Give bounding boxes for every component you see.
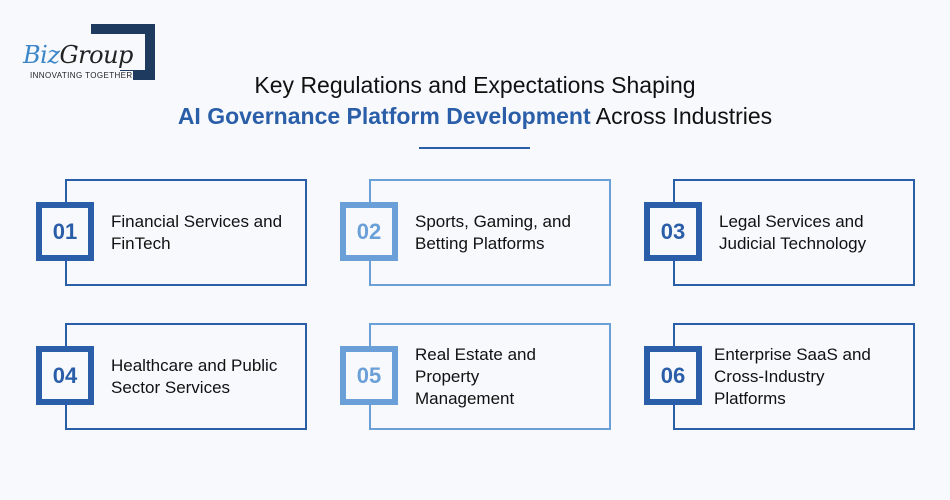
bizgroup-logo: BizGroup INNOVATING TOGETHER [20, 24, 160, 84]
industry-card-02: 02 Sports, Gaming, and Betting Platforms [340, 179, 622, 289]
page-title-line2: AI Governance Platform Development Acros… [0, 103, 950, 130]
logo-tagline: INNOVATING TOGETHER [30, 71, 133, 80]
page-title-line1: Key Regulations and Expectations Shaping [254, 72, 696, 98]
card-frame [65, 323, 307, 430]
title-highlight: AI Governance Platform Development [177, 103, 591, 129]
card-number-badge: 03 [644, 202, 702, 261]
card-label: Legal Services and Judicial Technology [719, 211, 867, 253]
card-number-badge: 01 [36, 202, 94, 261]
logo-frame-shape [120, 70, 155, 80]
industry-card-06: 06 Enterprise SaaS and Cross-Industry Pl… [644, 323, 926, 433]
industry-card-01: 01 Financial Services and FinTech [36, 179, 318, 289]
card-number-badge: 02 [340, 202, 398, 261]
industry-card-04: 04 Healthcare and Public Sector Services [36, 323, 318, 433]
logo-wordmark: BizGroup [23, 41, 135, 69]
industry-card-05: 05 Real Estate and Property Management [340, 323, 622, 433]
logo-frame-shape [91, 24, 155, 80]
card-label: Sports, Gaming, and Betting Platforms [415, 211, 571, 253]
title-rest: Across Industries [590, 103, 773, 129]
card-frame [369, 323, 611, 430]
card-label: Financial Services and FinTech [111, 211, 283, 253]
card-number-badge: 04 [36, 346, 94, 405]
title-divider [419, 147, 530, 149]
card-frame [369, 179, 611, 286]
card-number-badge: 06 [644, 346, 702, 405]
card-label: Healthcare and Public Sector Services [111, 355, 278, 397]
card-frame [65, 179, 307, 286]
industry-card-03: 03 Legal Services and Judicial Technolog… [644, 179, 926, 289]
card-number-badge: 05 [340, 346, 398, 405]
card-label: Enterprise SaaS and Cross-Industry Platf… [714, 344, 871, 408]
card-frame [673, 179, 915, 286]
card-label: Real Estate and Property Management [415, 344, 536, 408]
